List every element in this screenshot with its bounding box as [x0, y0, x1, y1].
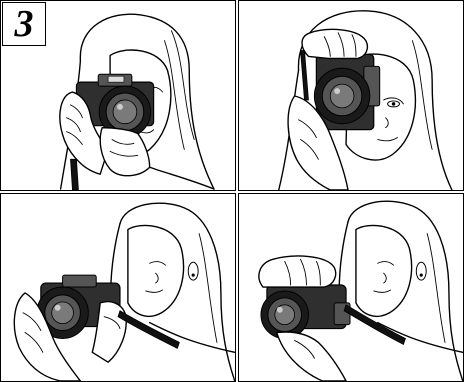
- lcd-monitor-alt-hold-illustration: [239, 194, 463, 381]
- step-number-badge: 3: [2, 2, 46, 46]
- vertical-hold-illustration: [239, 1, 463, 190]
- panel-bottom-right: [238, 193, 464, 382]
- panel-bottom-left: [0, 193, 236, 382]
- lcd-monitor-hold-illustration: [1, 194, 235, 381]
- panel-top-right: [238, 0, 464, 191]
